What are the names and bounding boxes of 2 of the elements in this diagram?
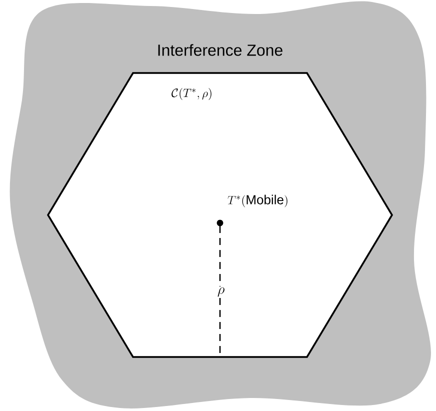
mobile-point: $T^*(\mathrm{Mobile})$ xyxy=(216,194,288,226)
node-label: $T^*(\mathrm{Mobile})$ xyxy=(228,194,288,208)
